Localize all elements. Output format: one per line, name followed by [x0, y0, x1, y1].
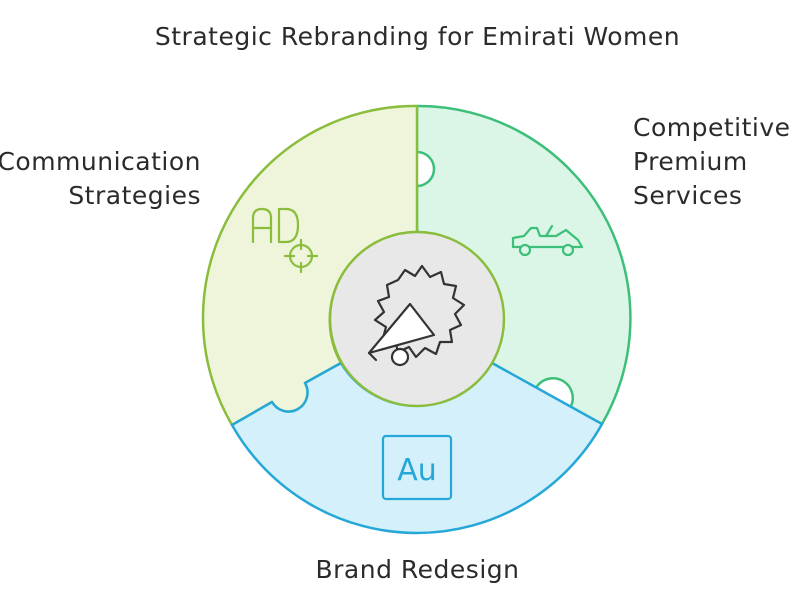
segment-label-line: Premium	[633, 147, 748, 176]
segment-label-premium-services: Competitive Premium Services	[633, 111, 791, 213]
segment-label-brand-redesign: Brand Redesign	[0, 553, 800, 587]
diagram-title: Strategic Rebranding for Emirati Women	[154, 22, 681, 51]
ad-target-icon	[251, 207, 319, 274]
segment-label-communication: Communication Strategies	[0, 145, 201, 213]
audition-logo-text: Au	[397, 453, 437, 488]
segment-label-line: Brand Redesign	[315, 555, 520, 584]
segment-label-line: Services	[633, 181, 743, 210]
segment-label-line: Strategies	[68, 181, 201, 210]
megaphone-icon	[367, 264, 466, 367]
convertible-car-icon	[511, 224, 584, 257]
segment-label-line: Communication	[0, 147, 201, 176]
segment-label-line: Competitive	[633, 113, 791, 142]
audition-logo-icon: Au	[381, 434, 453, 501]
